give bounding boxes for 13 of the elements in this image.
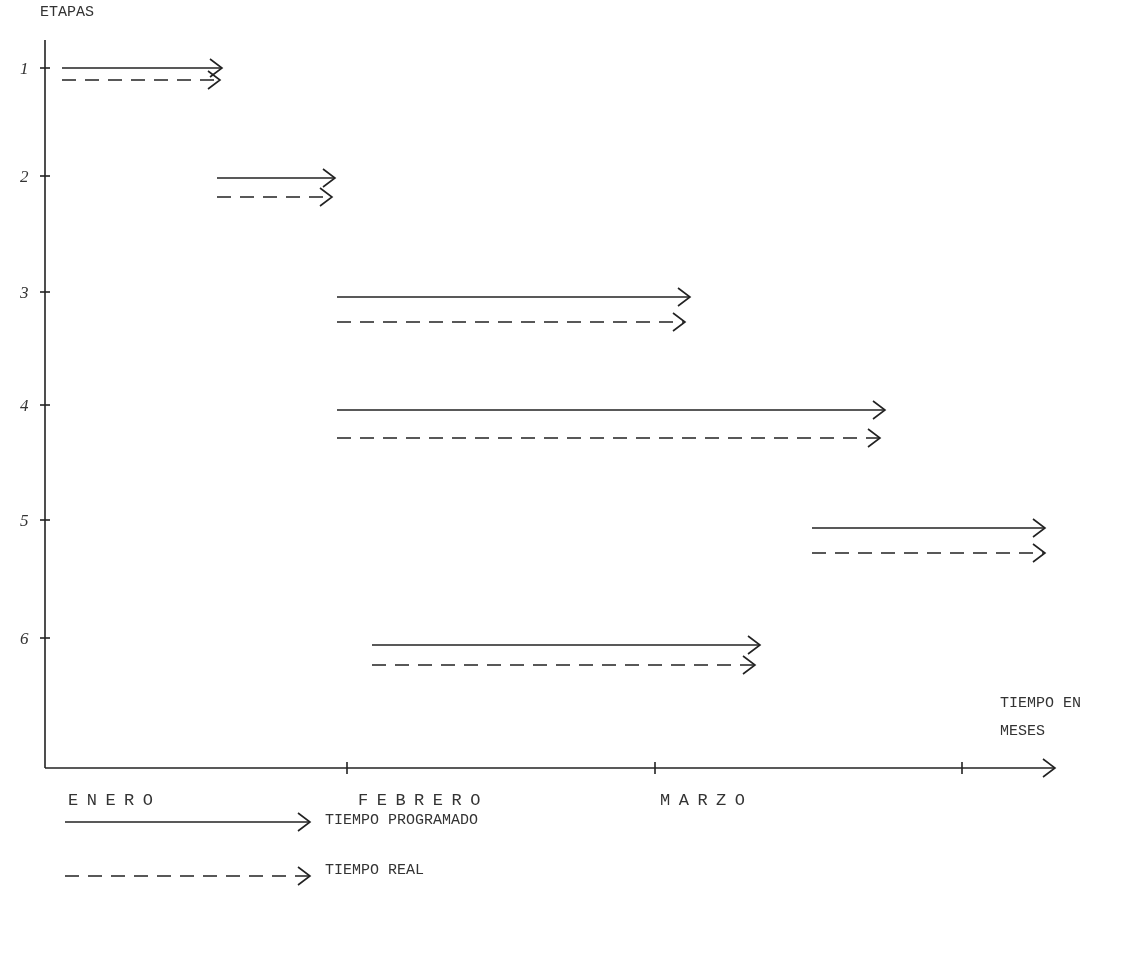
axis-label: ETAPAS xyxy=(40,3,95,23)
axis-label: TIEMPO EN MESES xyxy=(1000,694,1082,742)
legend-text: TIEMPO REAL xyxy=(325,861,425,881)
stage-number: 4 xyxy=(20,395,30,417)
month-label: MARZO xyxy=(660,790,755,812)
stage-number: 1 xyxy=(20,58,30,80)
stage-number: 5 xyxy=(20,510,30,532)
legend-text: TIEMPO PROGRAMADO xyxy=(325,811,479,831)
stage-number: 3 xyxy=(20,282,30,304)
stage-number: 6 xyxy=(20,628,30,650)
stage-number: 2 xyxy=(20,166,30,188)
month-label: FEBRERO xyxy=(358,790,490,812)
month-label: ENERO xyxy=(68,790,163,812)
